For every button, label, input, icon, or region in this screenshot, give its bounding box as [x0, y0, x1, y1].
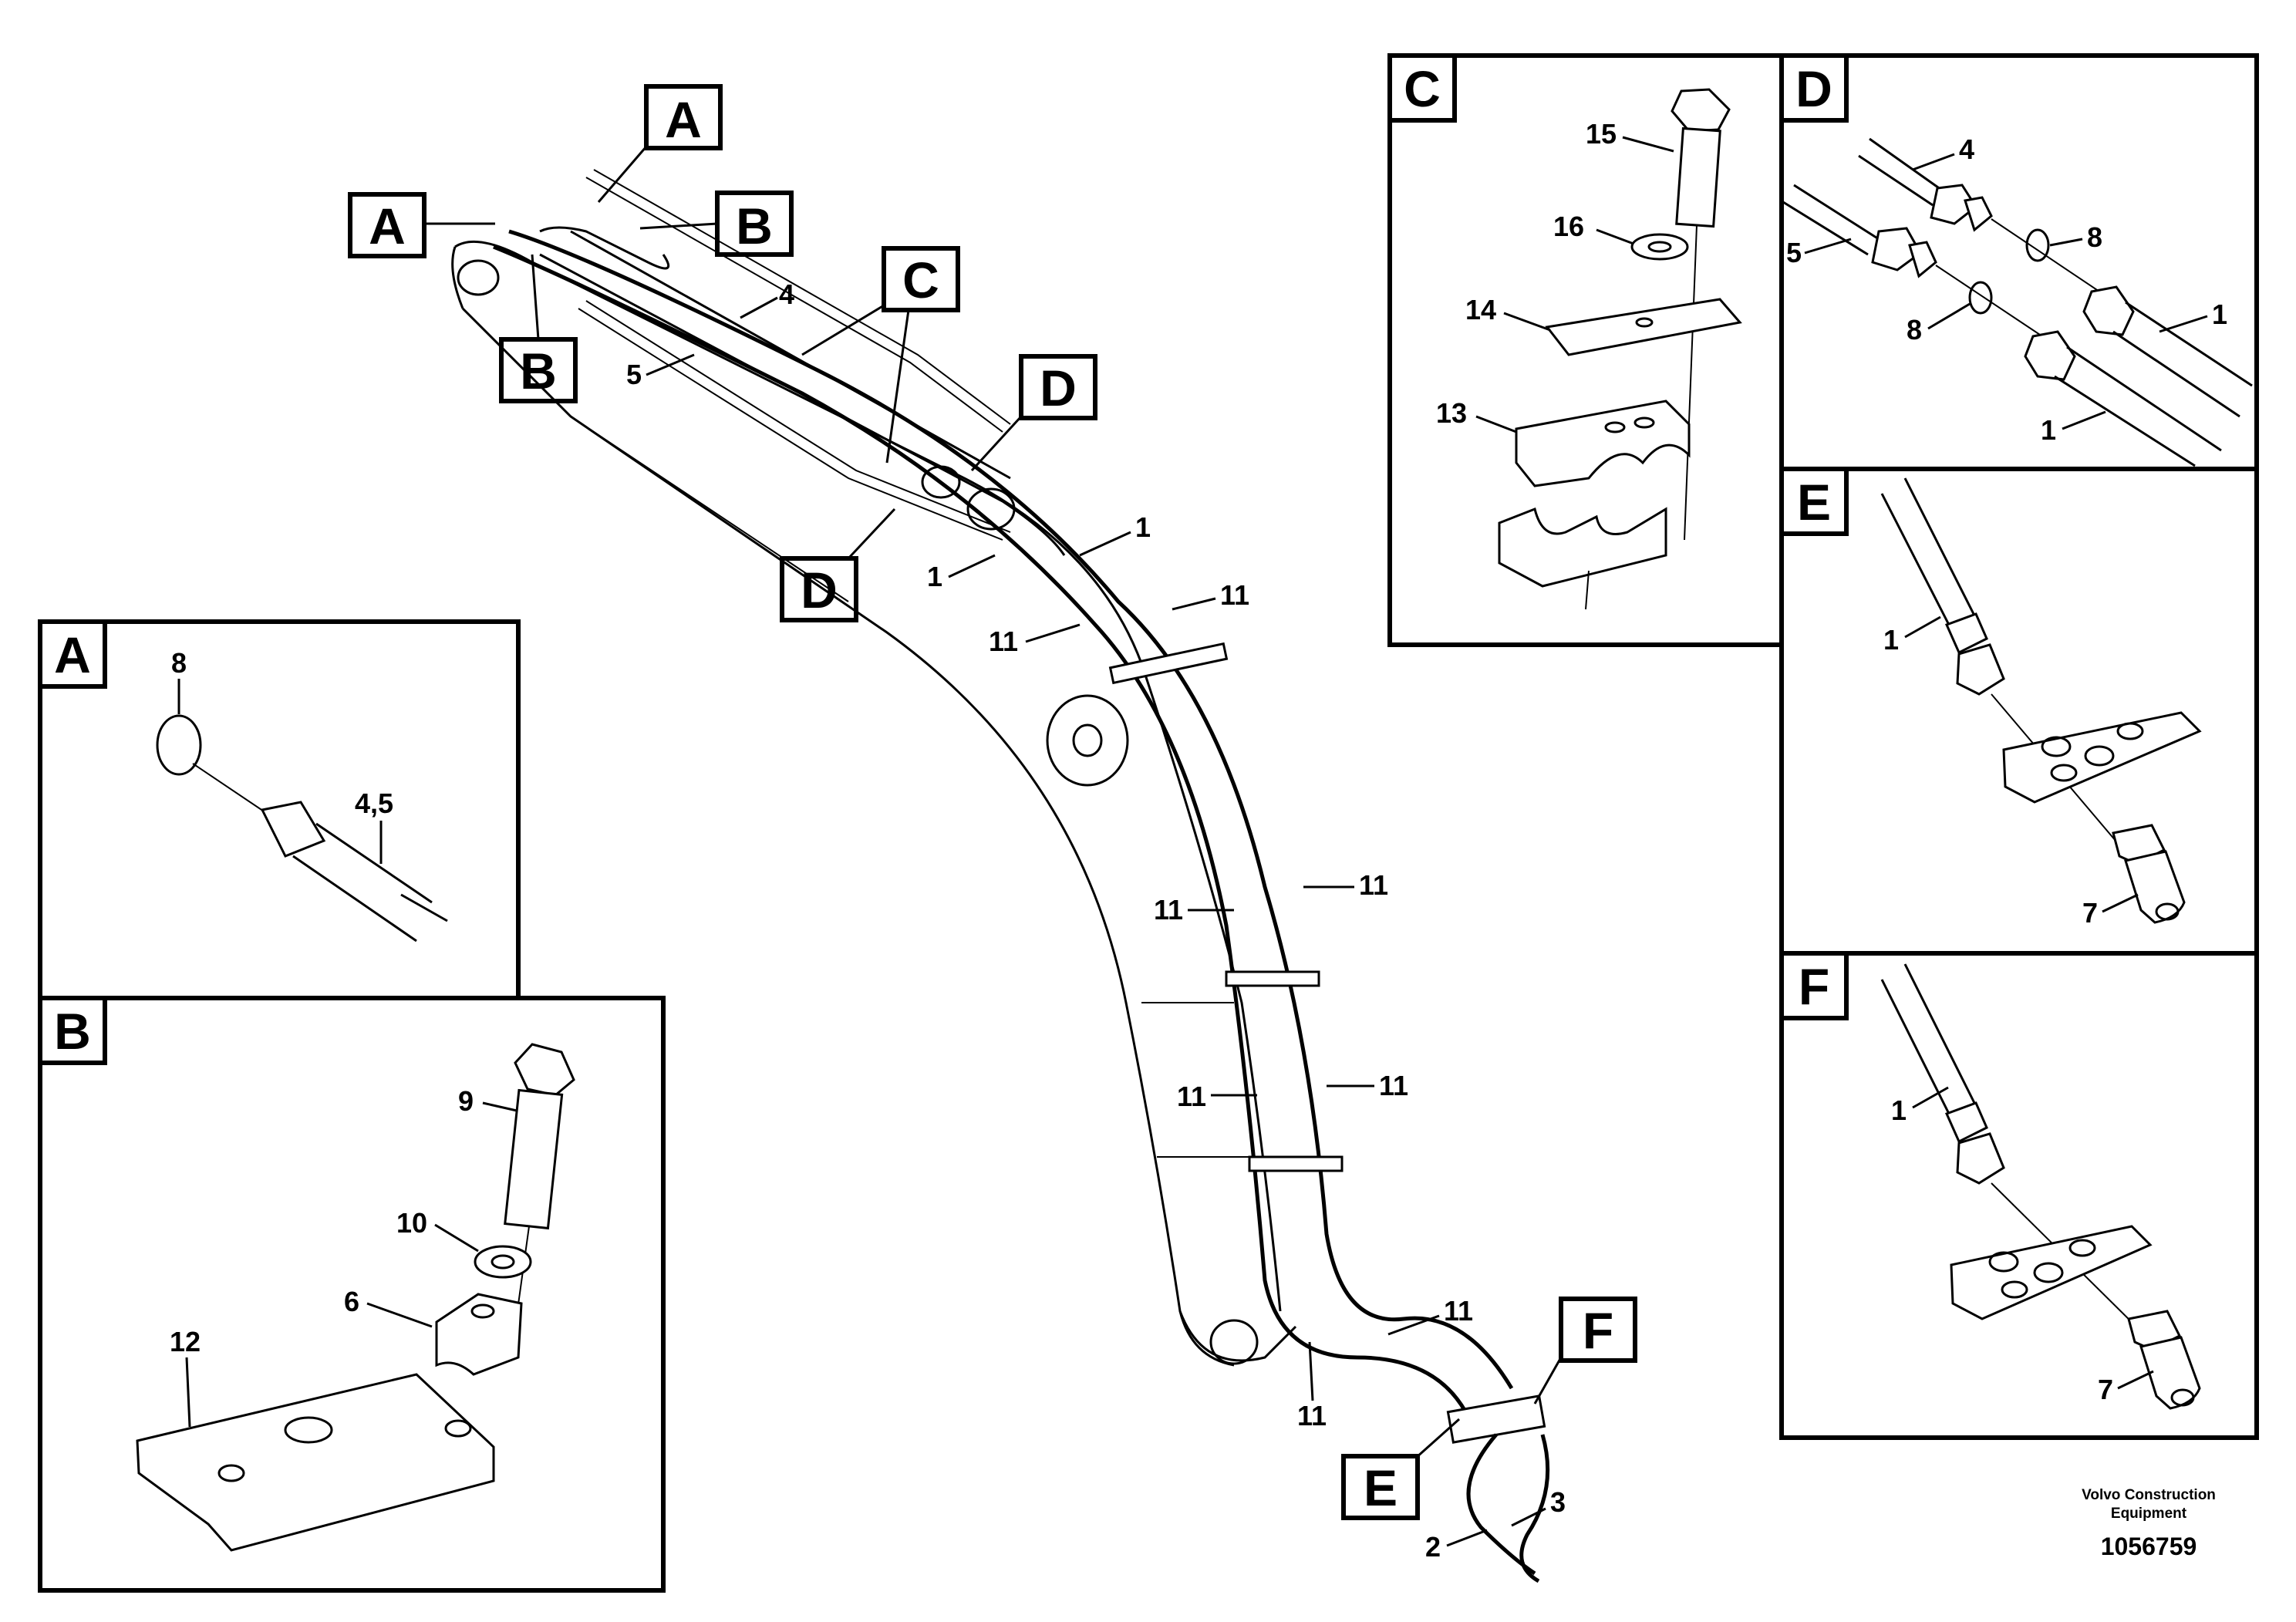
detail-d-panel: D 4 8 5 8 1 1	[1779, 53, 2259, 471]
detail-d-label-1-lower: 1	[2041, 414, 2056, 446]
detail-c-label-14: 14	[1465, 294, 1496, 325]
detail-d-label-4: 4	[1959, 133, 1974, 165]
detail-f-panel: F 1 7	[1779, 951, 2259, 1440]
detail-b-label-6: 6	[344, 1286, 359, 1317]
detail-e-label-1: 1	[1883, 624, 1899, 656]
publisher-caption: Volvo Construction Equipment 1056759	[2082, 1487, 2216, 1560]
label-2-main: 2	[1425, 1531, 1441, 1563]
callout-b-top: B	[639, 191, 794, 257]
detail-b-panel: B 9 10 6 12	[38, 996, 666, 1593]
label-5-main: 5	[626, 359, 642, 390]
callout-b-top-label: B	[736, 197, 773, 255]
main-item-numbers: 4 5 1 1 11 11 11 11 11 11 11 11 3 2	[626, 278, 1566, 1563]
detail-a-letter: A	[54, 626, 91, 683]
detail-c-label-15: 15	[1586, 118, 1617, 150]
callout-a-top-label: A	[665, 91, 702, 148]
callout-f-main-label: F	[1583, 1302, 1613, 1359]
detail-c-label-13: 13	[1436, 397, 1467, 429]
detail-e-letter: E	[1797, 474, 1831, 531]
callout-b-left: B	[499, 254, 578, 403]
callout-c-main: C	[801, 246, 960, 464]
label-3-main: 3	[1550, 1486, 1566, 1518]
detail-e-panel: E 1 7	[1779, 467, 2259, 956]
callout-d-lower-label: D	[801, 561, 838, 619]
detail-d-label-1-upper: 1	[2212, 298, 2227, 330]
detail-f-letter: F	[1799, 958, 1829, 1015]
detail-d-letter: D	[1795, 60, 1832, 117]
detail-e-label-7: 7	[2082, 897, 2098, 929]
detail-c-letter: C	[1404, 60, 1441, 117]
label-11-e: 11	[1379, 1070, 1408, 1101]
detail-c-panel: C 15 16 14 13	[1387, 53, 1784, 647]
callout-c-main-label: C	[902, 251, 939, 309]
detail-d-label-5: 5	[1786, 237, 1802, 268]
o-ring-8	[156, 714, 202, 776]
detail-d-label-8-upper: 8	[2087, 221, 2102, 253]
label-11-a: 11	[1220, 579, 1249, 611]
callout-a-left: A	[348, 192, 495, 258]
callout-e-main-label: E	[1364, 1459, 1397, 1516]
callout-d-top: D	[970, 354, 1097, 472]
detail-d-label-8-lower: 8	[1907, 314, 1922, 346]
callout-f-main: F	[1533, 1297, 1637, 1404]
caption-line-1: Volvo Construction	[2082, 1487, 2216, 1503]
boom-assembly	[451, 169, 1550, 1583]
detail-f-label-1: 1	[1891, 1094, 1907, 1126]
label-11-c: 11	[1359, 869, 1388, 901]
detail-a-label-8: 8	[171, 647, 187, 679]
label-11-b: 11	[989, 626, 1018, 657]
callout-a-top: A	[597, 84, 723, 203]
detail-f-label-7: 7	[2098, 1374, 2113, 1405]
label-11-g: 11	[1444, 1295, 1473, 1327]
detail-b-letter: B	[54, 1003, 91, 1060]
callout-b-left-label: B	[520, 342, 557, 400]
callout-d-lower: D	[780, 508, 896, 622]
detail-b-label-9: 9	[458, 1085, 474, 1117]
caption-line-2: Equipment	[2111, 1506, 2187, 1522]
detail-a-panel: A 8 4,5	[38, 619, 521, 1000]
drawing-number: 1056759	[2101, 1533, 2197, 1560]
label-11-f: 11	[1177, 1081, 1206, 1112]
detail-b-label-12: 12	[170, 1326, 201, 1357]
detail-c-label-16: 16	[1553, 211, 1584, 242]
label-1-main-left: 1	[927, 561, 942, 592]
callout-d-top-label: D	[1040, 359, 1077, 416]
label-11-h: 11	[1297, 1400, 1327, 1431]
label-4-main: 4	[779, 278, 794, 310]
callout-a-left-label: A	[369, 197, 406, 255]
detail-b-label-10: 10	[396, 1207, 427, 1239]
detail-a-label-45: 4,5	[355, 787, 393, 819]
label-11-d: 11	[1154, 894, 1183, 926]
callout-e-main: E	[1341, 1418, 1460, 1520]
label-1-main-top: 1	[1135, 511, 1151, 543]
